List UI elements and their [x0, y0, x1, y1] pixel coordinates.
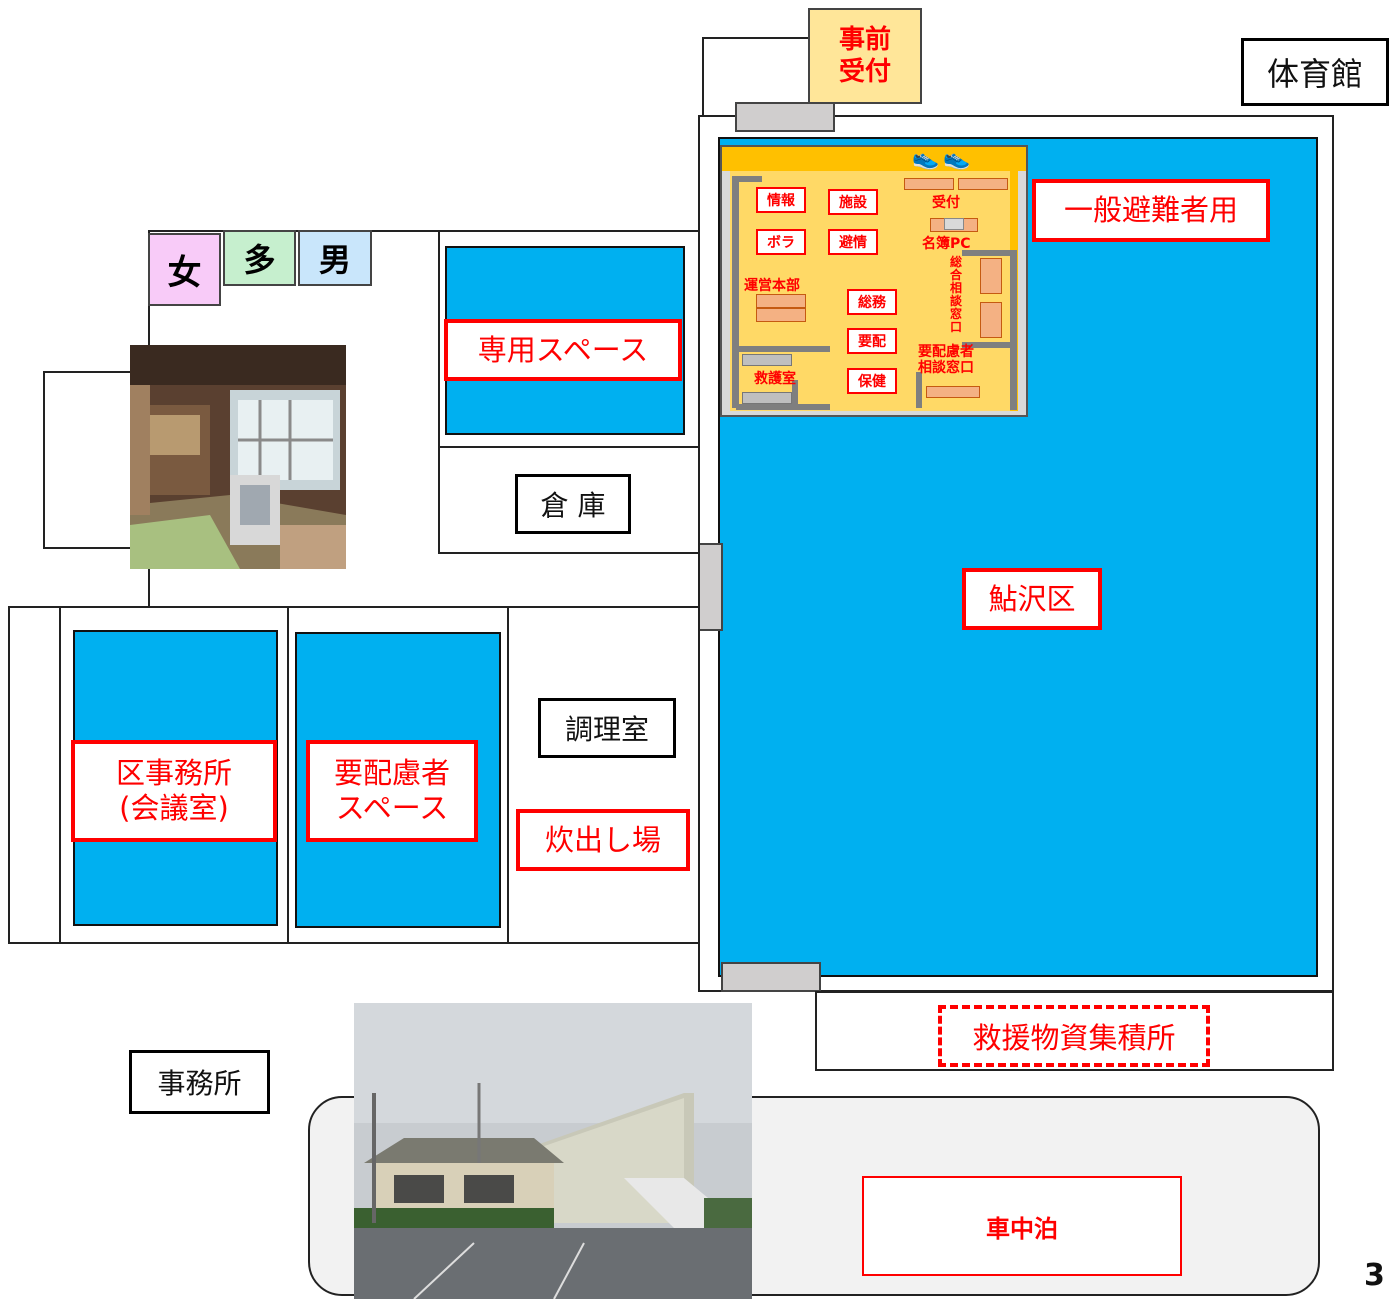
toilet-multi: 多: [223, 230, 296, 286]
bed-2: [742, 392, 792, 404]
desk-consult-2: [980, 302, 1002, 338]
care-space-line1: 要配慮者: [333, 756, 450, 791]
care-space-label: 要配慮者 スペース: [306, 740, 478, 842]
exterior-photo: [354, 1003, 752, 1299]
partition-right-top: [962, 250, 1014, 256]
desk-hq-1: [756, 294, 806, 308]
exclusive-space-label: 専用スペース: [444, 319, 682, 381]
hq-volunteer: ボラ: [756, 229, 806, 255]
general-evacuee-label: 一般避難者用: [1032, 179, 1270, 242]
pre-reception-label: 事前 受付: [808, 8, 922, 104]
desk-reception-1: [904, 178, 954, 190]
hq-facility: 施設: [828, 189, 878, 215]
slippers-icon: 👟👟: [912, 146, 975, 171]
hq-roster-pc: 名簿PC: [922, 236, 971, 252]
ward-office-line1: 区事務所: [115, 756, 232, 791]
partition-right: [1010, 250, 1017, 410]
hq-care-consult: 要配慮者 相談窓口: [918, 344, 974, 376]
ward-office-line2: (会議室): [119, 791, 229, 825]
desk-reception-2: [958, 178, 1008, 190]
bed-1: [742, 354, 792, 366]
relief-collection-label: 救援物資集積所: [938, 1005, 1210, 1067]
partition-right-mid: [962, 342, 1014, 348]
page-number: 3: [1364, 1258, 1385, 1293]
partition-top: [732, 176, 762, 182]
kitchen-label: 調理室: [538, 698, 676, 758]
desk-hq-2: [756, 308, 806, 322]
partition-care: [916, 372, 922, 408]
tatami-room-photo: [130, 345, 346, 569]
hq-consult-vertical: 総合相談窓口: [950, 255, 963, 334]
pc-icon: [944, 218, 964, 230]
gym-label: 体育館: [1241, 38, 1389, 106]
wall-divider-3: [507, 606, 509, 944]
pre-reception-line1: 事前: [838, 24, 891, 55]
hq-reception: 受付: [932, 195, 960, 211]
hq-care-support: 要配: [847, 328, 897, 354]
hq-care-consult-line1: 要配慮者: [918, 344, 974, 360]
cooking-site-label: 炊出し場: [516, 809, 690, 871]
partition-left: [732, 176, 739, 408]
care-space-line2: スペース: [335, 791, 449, 825]
ayuzawa-label: 鮎沢区: [962, 568, 1102, 630]
gym-top-door: [735, 102, 835, 132]
partition-rescue-top: [736, 346, 830, 352]
desk-care-consult: [926, 386, 980, 398]
wall-divider-2: [287, 606, 289, 944]
toilet-men: 男: [298, 230, 372, 286]
gym-bottom-door: [721, 962, 821, 992]
ward-office-label: 区事務所 (会議室): [71, 740, 277, 842]
wall-divider-1: [59, 606, 61, 944]
hq-care-consult-line2: 相談窓口: [918, 360, 974, 376]
pre-reception-line2: 受付: [838, 57, 891, 87]
hq-info: 情報: [756, 187, 806, 213]
building-exterior-photo: [354, 1003, 752, 1299]
toilet-women: 女: [148, 233, 221, 306]
hq-evac-info: 避情: [828, 229, 878, 255]
hq-top-band: [722, 147, 1026, 171]
storage-label: 倉 庫: [515, 474, 631, 534]
hq-health: 保健: [847, 368, 897, 394]
interior-photo: [130, 345, 346, 569]
hq-headquarters: 運営本部: [744, 278, 800, 294]
hq-general-affairs: 総務: [847, 289, 897, 315]
office-label: 事務所: [129, 1050, 270, 1114]
desk-consult-1: [980, 258, 1002, 294]
car-stay-label: 車中泊: [862, 1176, 1182, 1276]
hq-rescue-room: 救護室: [754, 371, 796, 387]
partition-rescue-right: [792, 380, 798, 408]
partition-rescue-bottom: [736, 404, 830, 410]
